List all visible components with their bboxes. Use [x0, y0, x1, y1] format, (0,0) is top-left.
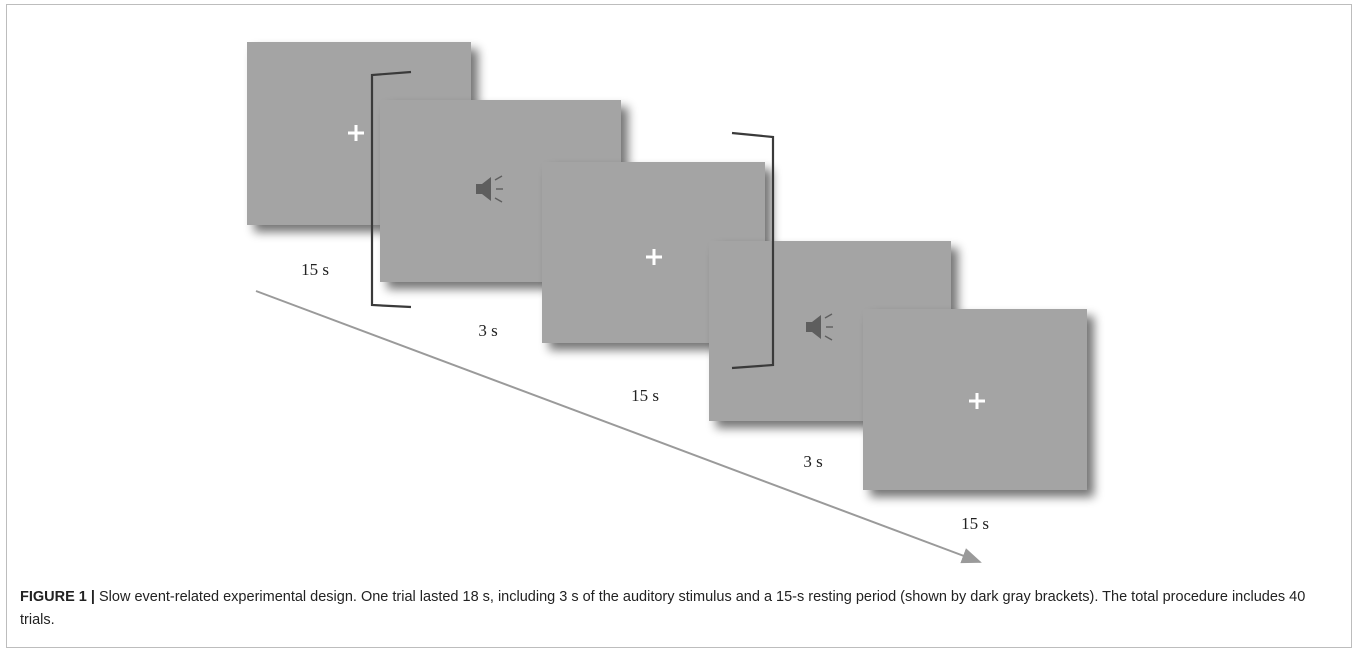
- trial-bracket-right: [731, 131, 775, 370]
- duration-label-3: 15 s: [631, 386, 659, 405]
- figure-label: FIGURE 1 |: [20, 589, 95, 605]
- figure-caption: FIGURE 1 | Slow event-related experiment…: [20, 586, 1320, 632]
- duration-label-2: 3 s: [478, 321, 497, 340]
- figure-caption-text: Slow event-related experimental design. …: [20, 589, 1306, 628]
- timeline-arrow: [255, 290, 982, 564]
- duration-label-5: 15 s: [961, 514, 989, 533]
- duration-label-4: 3 s: [803, 452, 822, 471]
- fixation-cross-icon: [646, 249, 662, 265]
- speaker-icon: [476, 175, 503, 203]
- speaker-icon: [806, 313, 833, 341]
- screen-5: [863, 309, 1087, 490]
- trial-bracket-left: [370, 70, 412, 309]
- duration-label-1: 15 s: [301, 260, 329, 279]
- fixation-cross-icon: [348, 125, 364, 141]
- fixation-cross-icon: [969, 393, 985, 409]
